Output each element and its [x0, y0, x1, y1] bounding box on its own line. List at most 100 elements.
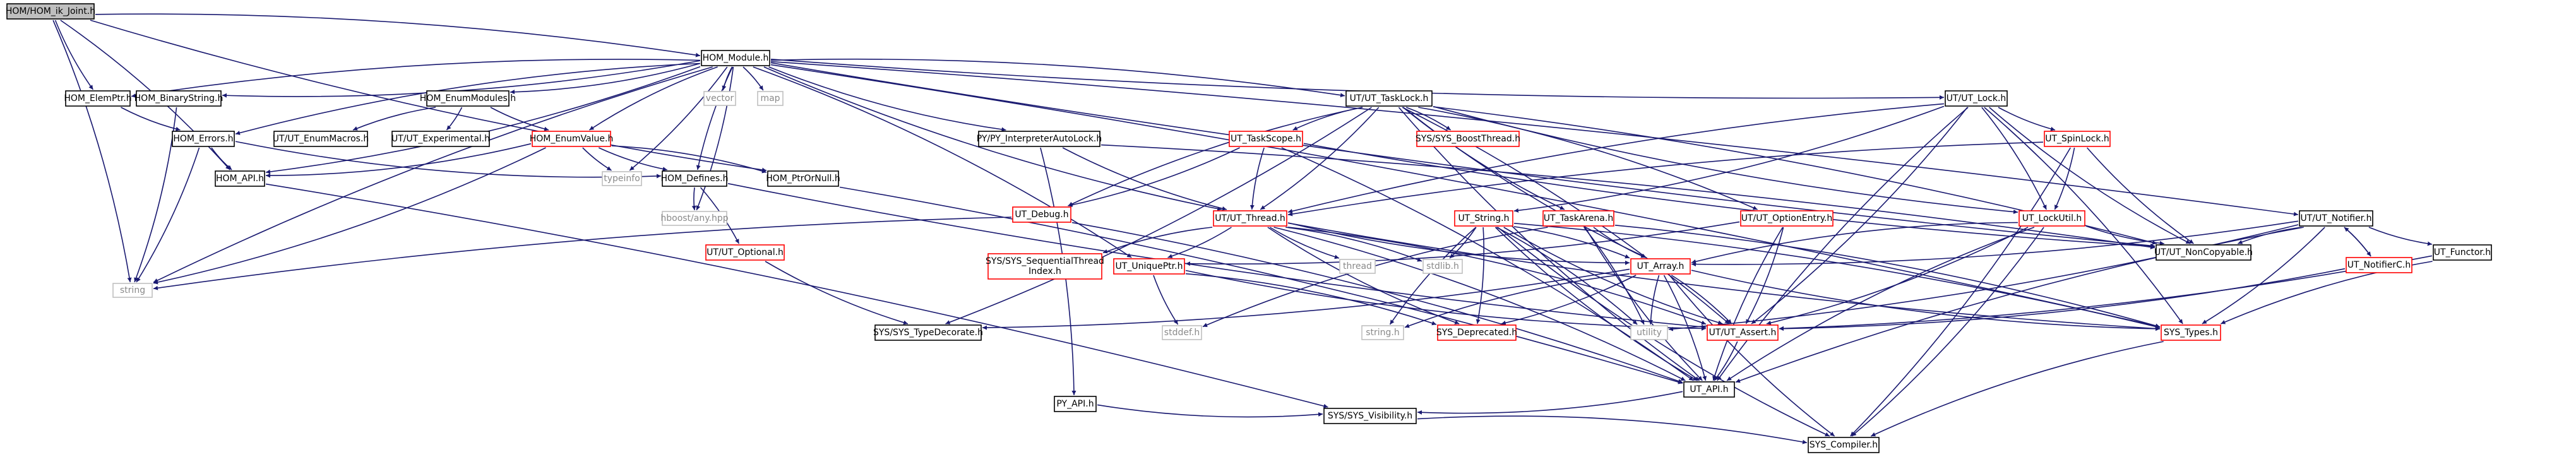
node-layer: HOM/HOM_ik_Joint.hHOM_Module.hHOM_ElemPt…: [6, 3, 2492, 453]
node-hom-module[interactable]: HOM_Module.h: [701, 50, 770, 66]
node-sys-visibility[interactable]: SYS/SYS_Visibility.h: [1323, 408, 1417, 424]
node-vector[interactable]: vector: [703, 91, 736, 106]
node-label: SYS_Types.h: [2164, 328, 2218, 338]
node-sys-compiler[interactable]: SYS_Compiler.h: [1808, 437, 1880, 453]
edge-ut_optional-to-sys_typedecorate: [765, 261, 909, 325]
edge-ut_lockutil-to-ut_api: [1726, 227, 2035, 381]
edge-hom_errors-to-string: [136, 147, 200, 283]
edge-ut_notifierc-to-ut_notifier: [2344, 227, 2371, 257]
node-label: hboost/any.hpp: [660, 213, 728, 223]
node-hboost-any[interactable]: hboost/any.hpp: [660, 211, 729, 226]
edge-ut_notifier-to-ut_array: [1691, 220, 2299, 267]
edge-hom_module-to-ut_uniqueptr: [753, 66, 1132, 258]
node-label: UT_TaskArena.h: [1544, 213, 1613, 223]
node-box: [273, 131, 368, 147]
node-box: [2018, 210, 2085, 227]
node-hom-enumvalue[interactable]: HOM_EnumValue.h: [530, 131, 614, 147]
node-ut-notifier[interactable]: UT/UT_Notifier.h: [2299, 210, 2373, 227]
node-ut-string[interactable]: UT_String.h: [1454, 210, 1513, 227]
edge-hom_defines-to-ut_assert: [727, 183, 1707, 329]
edge-ut_debug-to-ut_api: [1071, 222, 1683, 383]
node-ut-lockutil[interactable]: UT_LockUtil.h: [2018, 210, 2085, 227]
node-hom-elemptr[interactable]: HOM_ElemPtr.h: [64, 90, 132, 107]
node-box: [1339, 259, 1376, 274]
node-utility[interactable]: utility: [1630, 325, 1668, 340]
node-ut-spinlock[interactable]: UT_SpinLock.h: [2044, 131, 2111, 147]
edge-ut_lockutil-to-ut_noncopyable: [2085, 225, 2164, 246]
node-box: [987, 253, 1102, 280]
node-box: [1454, 210, 1513, 227]
node-sys-typedecorate[interactable]: SYS/SYS_TypeDecorate.h: [873, 324, 983, 341]
node-hom-ptrornull[interactable]: HOM_PtrOrNull.h: [766, 170, 840, 187]
node-ut-functor[interactable]: UT_Functor.h: [2433, 244, 2492, 261]
node-ut-tasklock[interactable]: UT/UT_TaskLock.h: [1345, 90, 1433, 107]
node-stdlib[interactable]: stdlib.h: [1422, 259, 1463, 274]
node-ut-array[interactable]: UT_Array.h: [1630, 258, 1691, 275]
node-hom-binarystring[interactable]: HOM_BinaryString.h: [134, 90, 224, 107]
node-ut-optional[interactable]: UT/UT_Optional.h: [705, 244, 785, 261]
edge-ut_notifier-to-utility: [1668, 224, 2299, 331]
edge-hom_binarystring-to-string: [134, 107, 177, 283]
node-ut-thread[interactable]: UT/UT_Thread.h: [1213, 210, 1287, 227]
node-label: stddef.h: [1164, 328, 1200, 338]
node-thread[interactable]: thread: [1339, 259, 1376, 274]
node-label: UT/UT_TaskLock.h: [1350, 93, 1429, 104]
node-sys-types[interactable]: SYS_Types.h: [2161, 324, 2221, 341]
node-ut-assert[interactable]: UT/UT_Assert.h: [1707, 324, 1779, 341]
node-box: [978, 131, 1100, 147]
node-label: stdlib.h: [1426, 261, 1459, 271]
node-sys-deprecated[interactable]: SYS_Deprecated.h: [1436, 324, 1517, 341]
node-string-h[interactable]: string.h: [1361, 325, 1404, 340]
node-box: [1361, 325, 1404, 340]
node-ut-notifierc[interactable]: UT_NotifierC.h: [2346, 257, 2412, 273]
node-ut-experimental[interactable]: UT/UT_Experimental.h: [391, 131, 490, 147]
edge-py_interpreter-to-ut_noncopyable: [1100, 144, 2156, 249]
edge-hom_module-to-sys_types: [770, 64, 2161, 328]
edge-hom_enummodules-to-ut_experimental: [446, 107, 463, 131]
node-label: UT/UT_Optional.h: [707, 247, 784, 258]
node-ut-api[interactable]: UT_API.h: [1683, 381, 1735, 398]
edge-root-to-hom_ptrornull: [90, 20, 767, 172]
node-ut-noncopyable[interactable]: UT/UT_NonCopyable.h: [2154, 244, 2253, 261]
node-ut-taskarena[interactable]: UT_TaskArena.h: [1542, 210, 1614, 227]
node-box: [391, 131, 490, 147]
node-typeinfo[interactable]: typeinfo: [602, 171, 642, 186]
edge-ut_lock-to-ut_assert: [1751, 107, 1968, 324]
node-root[interactable]: HOM/HOM_ik_Joint.h: [6, 3, 95, 20]
node-map[interactable]: map: [757, 91, 784, 106]
node-ut-debug[interactable]: UT_Debug.h: [1012, 206, 1071, 223]
edge-ut_notifierc-to-ut_assert: [1779, 268, 2346, 331]
edge-hom_module-to-hom_api: [265, 66, 701, 174]
node-hom-errors[interactable]: HOM_Errors.h: [172, 131, 235, 147]
node-hom-api[interactable]: HOM_API.h: [215, 170, 265, 187]
node-stddef[interactable]: stddef.h: [1162, 325, 1202, 340]
node-ut-taskscope[interactable]: UT_TaskScope.h: [1229, 131, 1303, 147]
edge-ut_optionentry-to-ut_assert: [1745, 227, 1784, 324]
node-box: [2346, 257, 2412, 273]
edge-hom_enumvalue-to-hom_ptrornull: [611, 145, 767, 174]
node-label: HOM_EnumValue.h: [530, 134, 614, 144]
node-label: PY_API.h: [1056, 399, 1094, 409]
node-box: [767, 170, 839, 187]
edge-ut_spinlock-to-ut_noncopyable: [2086, 147, 2194, 244]
edge-ut_tasklock-to-ut_taskscope: [1292, 107, 1363, 131]
node-py-api[interactable]: PY_API.h: [1054, 396, 1097, 412]
node-label: UT_String.h: [1458, 213, 1510, 223]
node-hom-defines[interactable]: HOM_Defines.h: [661, 170, 729, 187]
edge-ut_string-to-string_h: [1389, 227, 1477, 325]
node-ut-enummacros[interactable]: UT/UT_EnumMacros.h: [273, 131, 369, 147]
node-hom-enummodules[interactable]: HOM_EnumModules.h: [420, 90, 516, 107]
edge-ut_thread-to-ut_uniqueptr: [1167, 227, 1232, 259]
node-py-interpreter[interactable]: PY/PY_InterpreterAutoLock.h: [977, 131, 1102, 147]
node-box: [701, 50, 770, 66]
node-ut-uniqueptr[interactable]: UT_UniquePtr.h: [1113, 258, 1185, 275]
node-ut-lock[interactable]: UT/UT_Lock.h: [1945, 90, 2008, 107]
edge-ut_assert-to-ut_api: [1714, 341, 1738, 381]
node-ut-optionentry[interactable]: UT/UT_OptionEntry.h: [1740, 210, 1834, 227]
node-box: [6, 3, 95, 20]
node-string[interactable]: string: [112, 283, 153, 298]
edge-ut_taskscope-to-ut_noncopyable: [1303, 143, 2156, 249]
node-sys-boostthread[interactable]: SYS/SYS_BoostThread.h: [1416, 131, 1520, 147]
node-box: [2161, 324, 2221, 341]
